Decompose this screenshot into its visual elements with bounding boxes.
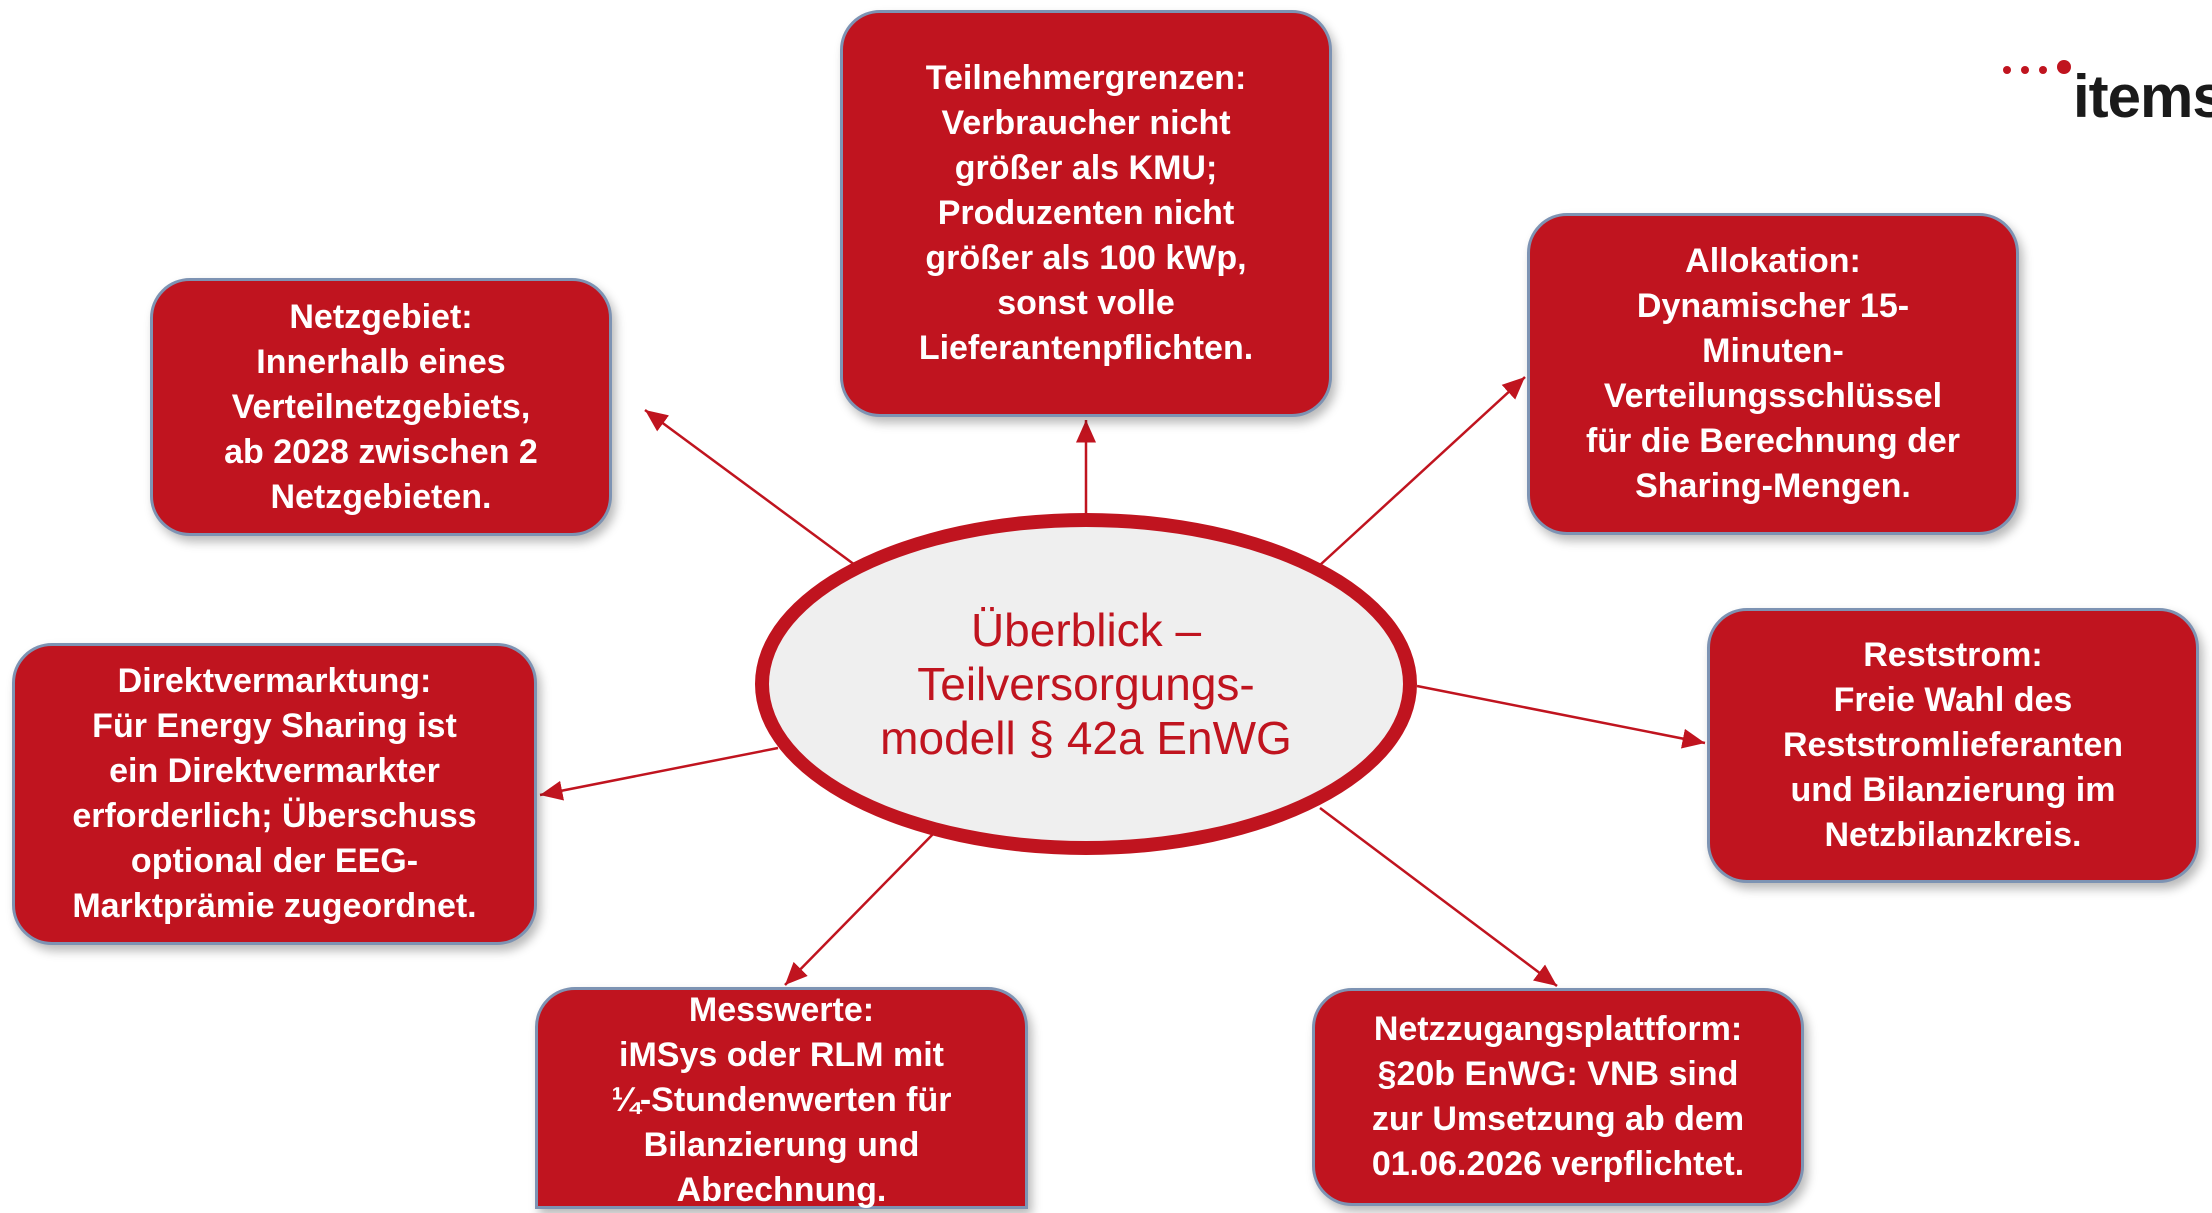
box-line: Verteilungsschlüssel: [1603, 377, 1943, 415]
box-line: Produzenten nicht: [937, 194, 1235, 232]
box-line: Lieferantenpflichten.: [918, 329, 1254, 367]
box-line: Marktprämie zugeordnet.: [72, 887, 477, 925]
box-line: sonst volle: [997, 284, 1175, 322]
box-line: Abrechnung.: [676, 1170, 887, 1209]
box-teilnehmergrenzen: Teilnehmergrenzen: Verbraucher nicht grö…: [840, 10, 1332, 417]
box-line: Allokation:: [1685, 242, 1861, 280]
box-line: ab 2028 zwischen 2: [224, 432, 538, 471]
box-line: Netzgebieten.: [270, 477, 492, 516]
box-line: Innerhalb eines: [256, 342, 506, 381]
box-messwerte: Messwerte: iMSys oder RLM mit ¼-Stundenw…: [535, 987, 1028, 1209]
box-line: Verbraucher nicht: [941, 104, 1231, 142]
box-line: Reststromlieferanten: [1782, 726, 2124, 764]
box-line: erforderlich; Überschuss: [72, 797, 477, 835]
box-line: Netzzugangsplattform:: [1373, 1010, 1743, 1048]
box-line: Für Energy Sharing ist: [92, 707, 457, 745]
center-line: modell § 42a EnWG: [880, 712, 1292, 764]
center-topic-text: Überblick – Teilversorgungs- modell § 42…: [880, 603, 1292, 765]
box-line: Reststrom:: [1863, 636, 2043, 674]
box-line: ¼-Stundenwerten für: [611, 1080, 952, 1119]
box-line: zur Umsetzung ab dem: [1371, 1100, 1745, 1138]
logo-text: items: [2073, 63, 2212, 130]
box-line: Minuten-: [1702, 332, 1844, 370]
arrow-to-allokation: [1319, 376, 1526, 566]
box-line: Verteilnetzgebiets,: [231, 387, 531, 426]
box-line: Direktvermarktung:: [117, 662, 432, 700]
box-line: für die Berechnung der: [1585, 422, 1961, 460]
box-netzzugangsplattform: Netzzugangsplattform: §20b EnWG: VNB sin…: [1312, 988, 1804, 1206]
box-reststrom: Reststrom: Freie Wahl des Reststromliefe…: [1707, 608, 2199, 883]
box-allokation: Allokation: Dynamischer 15- Minuten- Ver…: [1527, 213, 2019, 535]
box-line: iMSys oder RLM mit: [619, 1035, 944, 1074]
box-line: Teilnehmergrenzen:: [925, 59, 1247, 97]
arrow-to-messwerte: [784, 831, 936, 986]
dots-logo-icon: [2003, 60, 2081, 74]
center-line: Teilversorgungs-: [917, 658, 1255, 710]
center-topic-ellipse: Überblick – Teilversorgungs- modell § 42…: [755, 513, 1417, 855]
arrow-to-direktvermarktung: [539, 746, 779, 801]
box-line: Netzbilanzkreis.: [1824, 816, 2082, 854]
box-line: Netzgebiet:: [289, 297, 473, 336]
box-line: und Bilanzierung im: [1790, 771, 2116, 809]
arrow-to-reststrom: [1416, 684, 1706, 749]
box-line: Freie Wahl des: [1833, 681, 2073, 719]
box-line: §20b EnWG: VNB sind: [1377, 1055, 1739, 1093]
box-line: Messwerte:: [688, 990, 875, 1029]
box-line: größer als 100 kWp,: [925, 239, 1247, 277]
box-line: Dynamischer 15-: [1636, 287, 1910, 325]
center-line: Überblick –: [970, 604, 1202, 656]
box-line: Bilanzierung und: [643, 1125, 920, 1164]
box-line: 01.06.2026 verpflichtet.: [1371, 1145, 1745, 1183]
box-line: Sharing-Mengen.: [1635, 467, 1911, 505]
box-line: optional der EEG-: [130, 842, 419, 880]
arrow-to-netzzugangsplattform: [1319, 807, 1558, 987]
box-line: größer als KMU;: [954, 149, 1218, 187]
arrow-to-netzgebiet: [644, 408, 856, 567]
box-direktvermarktung: Direktvermarktung: Für Energy Sharing is…: [12, 643, 537, 945]
company-logo: items: [2003, 52, 2212, 142]
box-line: ein Direktvermarkter: [109, 752, 440, 790]
box-netzgebiet: Netzgebiet: Innerhalb eines Verteilnetzg…: [150, 278, 612, 536]
